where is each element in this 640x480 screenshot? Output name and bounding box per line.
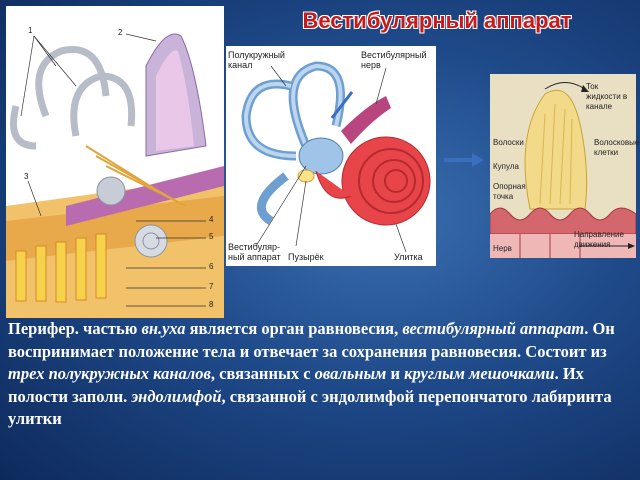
label-cochlea: Улитка <box>394 252 423 262</box>
caption-emphasis: круглым мешочками <box>404 364 555 383</box>
label-support-point: Опорная точка <box>493 182 526 201</box>
caption-text: , связанной с эндолимфой перепончатого л… <box>8 386 612 429</box>
caption-text: . Их полости заполн. <box>8 364 584 406</box>
label-nerve: Нерв <box>493 244 512 253</box>
label-vesicle: Пузырёк <box>288 252 324 262</box>
label-semicircular-canal: Полукружный канал <box>228 50 285 70</box>
caption-emphasis: вн.уха <box>141 319 186 338</box>
label-motion-direction: Направление движения <box>574 230 624 249</box>
cupula-drawing <box>490 74 636 258</box>
figure-labyrinth: Полукружный канал Вестибулярный нерв Вес… <box>226 46 436 266</box>
label-hair-cells: Волосковые клетки <box>594 138 640 157</box>
label-vestibular-apparatus: Вестибуляр-ный аппарат <box>228 242 281 262</box>
caption-emphasis: вестибулярный аппарат <box>402 319 585 338</box>
caption-emphasis: трех полукружных каналов <box>8 364 211 383</box>
caption-emphasis: овальным <box>314 364 387 383</box>
label-2: 2 <box>118 28 123 37</box>
label-hairs: Волоски <box>493 138 524 147</box>
label-1: 1 <box>28 26 33 35</box>
label-fluid-flow: Ток жидкости в канале <box>586 82 628 111</box>
caption-text: является орган равновесия, <box>185 319 403 338</box>
description-text: Перифер. частью вн.уха является орган ра… <box>6 318 636 480</box>
label-cupula: Купула <box>493 162 519 171</box>
inner-ear-section-drawing <box>6 33 224 318</box>
slide-title: Вестибулярный аппарат <box>302 8 572 33</box>
figure-cupula: Ток жидкости в канале Волоски Купула Вол… <box>490 74 640 258</box>
caption-text: и <box>386 364 405 383</box>
label-5: 5 <box>209 232 214 241</box>
label-6: 6 <box>209 262 214 271</box>
label-8: 8 <box>209 300 214 309</box>
label-vestibular-nerve: Вестибулярный нерв <box>361 50 427 70</box>
labyrinth-drawing <box>241 61 431 253</box>
label-7: 7 <box>209 282 214 291</box>
caption-emphasis: эндолимфой <box>131 386 222 406</box>
label-3: 3 <box>24 172 29 181</box>
caption-text: , связанных с <box>210 364 315 383</box>
figure-inner-ear-section: 1 2 3 4 5 6 7 8 <box>6 6 224 318</box>
label-4: 4 <box>209 215 214 224</box>
caption-text: . Он воспринимает положение тела и отвеч… <box>8 319 615 361</box>
caption-text: Перифер. частью <box>8 319 142 338</box>
